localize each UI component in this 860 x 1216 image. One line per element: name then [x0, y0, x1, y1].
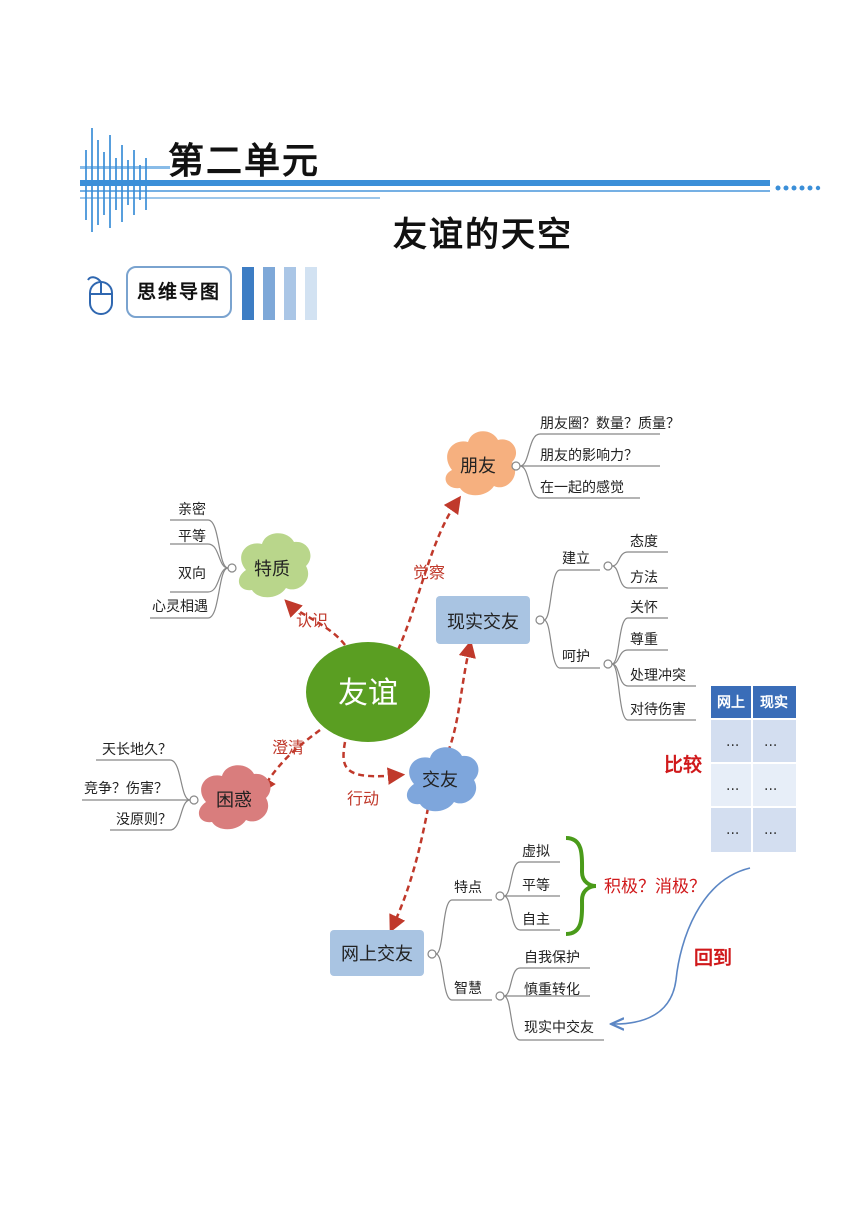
trait-leaf: 亲密 — [178, 501, 206, 518]
friend-node: 朋友 — [445, 431, 517, 496]
real-node — [436, 596, 530, 644]
real-build-label: 建立 — [562, 551, 590, 567]
table-row — [711, 720, 796, 762]
arrow-to-online — [389, 807, 430, 933]
online-wisdom-leaf: 现实中交友 — [524, 1019, 594, 1036]
real-build-leaf: 方法 — [630, 570, 658, 586]
table-cell: ... — [764, 822, 777, 838]
confusion-leaf: 天长地久？ — [102, 742, 172, 758]
table-row — [711, 764, 796, 806]
header-band-thin-2 — [80, 197, 380, 199]
header-dots — [775, 185, 821, 191]
edge-label-act: 行动 — [347, 789, 379, 808]
decor-bar — [242, 267, 254, 320]
edge-label-clarify: 澄清 — [272, 738, 304, 757]
edge-label-know: 认识 — [296, 611, 328, 630]
arrow-observe — [396, 495, 462, 651]
header-band-thin — [80, 190, 770, 192]
online-trait-leaf: 平等 — [522, 877, 550, 894]
online-label: 网上交友 — [341, 944, 413, 965]
center-label: 友谊 — [338, 676, 398, 711]
return-label: 回到 — [694, 947, 732, 969]
online-wisdom-leaf: 慎重转化 — [524, 982, 580, 998]
friend-label: 朋友 — [460, 456, 496, 477]
real-label: 现实交友 — [447, 612, 519, 633]
online-wisdom-leaf: 自我保护 — [524, 950, 580, 966]
header-decoration — [80, 128, 821, 315]
confusion-connectors — [82, 759, 199, 831]
table-cell: ... — [764, 778, 777, 794]
friend-connectors — [511, 433, 660, 499]
center-node — [306, 642, 430, 742]
trait-leaf: 平等 — [178, 528, 206, 545]
friend-leaf: 朋友圈？数量？质量？ — [540, 416, 680, 432]
decor-bar — [305, 267, 317, 320]
compare-label: 比较 — [664, 753, 702, 776]
trait-leaf: 双向 — [178, 566, 206, 582]
table-header: 网上 — [717, 695, 745, 711]
decor-bar — [263, 267, 275, 320]
real-care-leaf: 尊重 — [630, 631, 658, 648]
arrow-act — [342, 741, 406, 785]
brace-icon — [565, 836, 597, 936]
table-cell: ... — [726, 734, 739, 750]
table-cell: ... — [726, 822, 739, 838]
pos-neg-label: 积极？消极？ — [604, 877, 706, 897]
confusion-label: 困惑 — [216, 790, 252, 811]
arrow-to-real — [446, 639, 476, 753]
online-trait-leaf: 自主 — [522, 912, 550, 928]
trait-label: 特质 — [254, 559, 290, 580]
table-row — [711, 808, 796, 852]
edge-label-observe: 觉察 — [413, 563, 445, 582]
unit-title: 第二单元 — [168, 141, 321, 182]
confusion-leaf: 没原则？ — [116, 812, 172, 828]
mouse-icon — [87, 276, 113, 315]
return-arrow-icon — [614, 867, 751, 1024]
table-header: 现实 — [760, 694, 788, 711]
decor-bar — [284, 267, 296, 320]
friend-leaf: 在一起的感觉 — [540, 479, 624, 496]
online-trait-leaf: 虚拟 — [522, 844, 550, 860]
section-label: 思维导图 — [126, 266, 232, 318]
real-build-leaf: 态度 — [630, 534, 658, 550]
table-cell: ... — [764, 734, 777, 750]
online-wisdom-label: 智慧 — [454, 981, 482, 997]
real-care-label: 呵护 — [562, 649, 590, 665]
table-header-cell — [711, 686, 751, 718]
header-band-short — [80, 166, 170, 169]
table-header-cell — [753, 686, 796, 718]
confusion-leaf: 竞争？伤害？ — [84, 780, 168, 797]
trait-connectors — [150, 519, 237, 619]
confusion-node: 困惑 — [198, 765, 271, 830]
trait-node: 特质 — [238, 533, 311, 598]
real-care-leaf: 对待伤害 — [630, 702, 686, 718]
friend-leaf: 朋友的影响力？ — [540, 448, 638, 464]
table-cell: ... — [726, 778, 739, 794]
real-connectors — [535, 551, 696, 721]
online-traits-label: 特点 — [454, 880, 482, 896]
making-friends-node: 交友 — [406, 747, 479, 812]
header-band — [80, 180, 770, 186]
online-connectors — [427, 861, 604, 1041]
making-friends-label: 交友 — [422, 770, 458, 791]
online-node — [330, 930, 424, 976]
real-care-leaf: 处理冲突 — [630, 668, 686, 684]
trait-leaf: 心灵相遇 — [152, 599, 208, 615]
real-care-leaf: 关怀 — [630, 600, 658, 616]
unit-subtitle: 友谊的天空 — [393, 215, 573, 255]
compare-table: 网上 现实 ... ... ... ... ... ... — [711, 686, 796, 852]
